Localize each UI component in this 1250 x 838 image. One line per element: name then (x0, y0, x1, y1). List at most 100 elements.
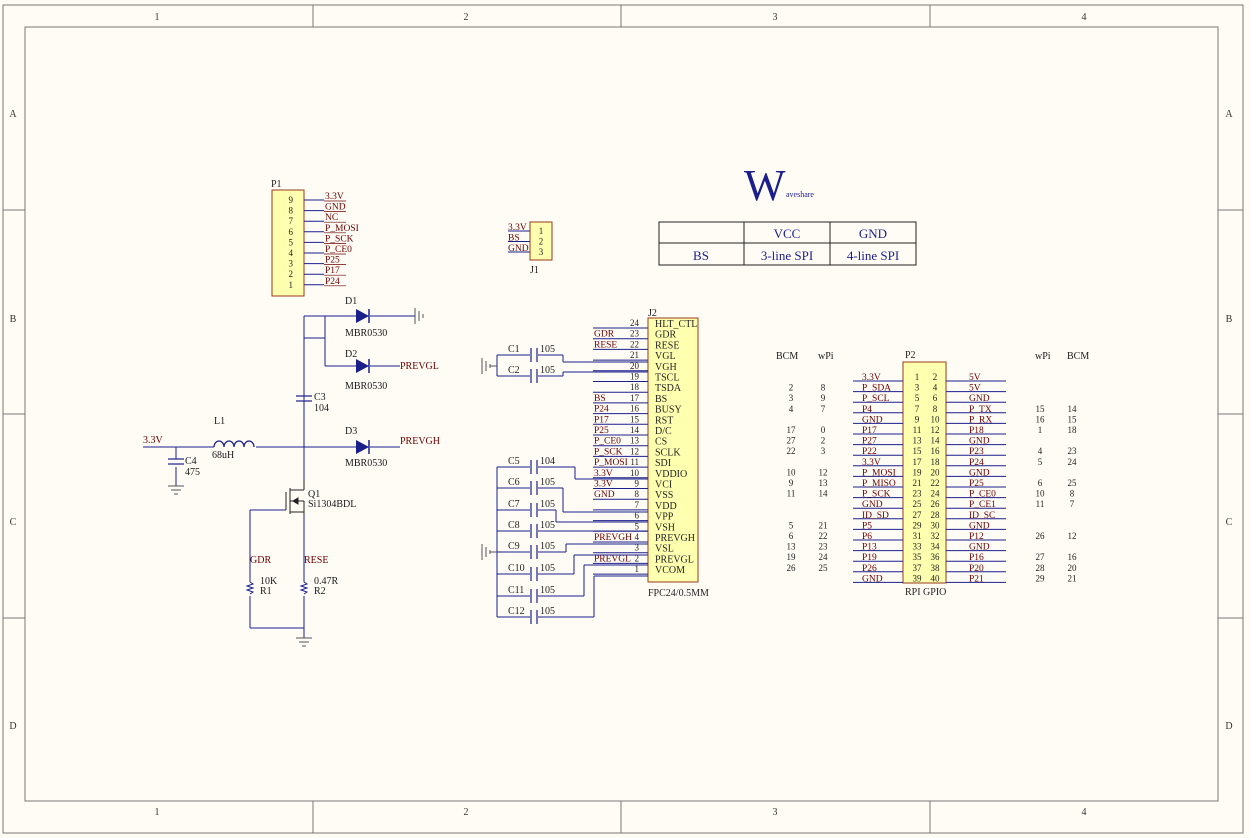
gpio-pin-odd: 29 (913, 520, 923, 530)
prevgh-net-label: PREVGH (400, 436, 440, 447)
gpio-net-right: P21 (969, 574, 984, 584)
gpio-net-left: P19 (862, 553, 877, 563)
gpio-wpi-right: 15 (1036, 404, 1046, 414)
capacitor-ref: C8 (508, 520, 520, 531)
capacitor-value: 105 (540, 477, 555, 488)
gpio-net-right: P_TX (969, 405, 992, 415)
j2-pin-number: 22 (630, 339, 639, 349)
logo-name: aveshare (786, 190, 814, 199)
gpio-pin-odd: 13 (913, 436, 923, 446)
gpio-pin-even: 24 (931, 489, 941, 499)
ground-icon (296, 637, 312, 647)
j2-pin-number: 2 (635, 553, 640, 563)
gpio-pin-odd: 21 (913, 478, 922, 488)
r2-resistor (299, 581, 309, 595)
bs-table-header: GND (859, 226, 887, 241)
j2-pin-net: 3.3V (594, 469, 613, 479)
gpio-wpi-right: 5 (1038, 457, 1043, 467)
j2-pin-number: 5 (635, 521, 640, 531)
p1-pin-net: P_MOSI (325, 224, 359, 234)
gpio-bcm-right: 7 (1070, 499, 1075, 509)
j2-pin-name: VPP (655, 512, 674, 523)
j2-pin-name: PREVGL (655, 554, 694, 565)
gpio-pin-even: 22 (931, 478, 940, 488)
row-label: B (10, 314, 17, 325)
gpio-bcm-right: 12 (1068, 531, 1077, 541)
j2-pin-net: P25 (594, 426, 609, 436)
gpio-bcm-right: 16 (1068, 552, 1078, 562)
capacitor-ref: C1 (508, 344, 520, 355)
bs-table-cell: 3-line SPI (761, 248, 813, 263)
gpio-wpi-right: 29 (1036, 573, 1046, 583)
q1-mosfet (285, 480, 305, 515)
gpio-pin-even: 16 (931, 446, 941, 456)
j2-pin-name: SCLK (655, 447, 681, 458)
gpio-net-right: P_CE1 (969, 500, 996, 510)
gpio-pin-odd: 17 (913, 457, 923, 467)
p1-pin-number: 6 (289, 227, 294, 237)
j2-pin-name: TSCL (655, 373, 679, 384)
j2-pin-name: TSDA (655, 383, 682, 394)
gpio-net-right: P23 (969, 447, 984, 457)
j2-pin-number: 18 (630, 382, 640, 392)
r2-value: 0.47R (314, 576, 339, 587)
c4-capacitor (168, 458, 184, 465)
row-label: D (1225, 721, 1232, 732)
p1-pin-number: 7 (289, 216, 294, 226)
row-label: C (10, 517, 17, 528)
capacitor-ref: C10 (508, 563, 525, 574)
gpio-pin-even: 18 (931, 457, 941, 467)
gpio-bcm-right: 23 (1068, 446, 1078, 456)
gpio-col-header: BCM (1067, 351, 1089, 362)
p1-pin-number: 8 (289, 206, 294, 216)
p1-body (271, 189, 305, 297)
p1-pin-net: NC (325, 213, 338, 223)
gpio-bcm-right: 25 (1068, 478, 1078, 488)
gpio-bcm-left: 2 (789, 383, 794, 393)
gpio-col-header: BCM (776, 351, 798, 362)
gpio-bcm-right: 15 (1068, 414, 1078, 424)
p1-pin-net: P24 (325, 277, 340, 287)
col-label: 2 (464, 807, 469, 818)
c3-capacitor (296, 395, 312, 402)
gpio-wpi-right: 6 (1038, 478, 1043, 488)
d2-diode (356, 359, 370, 373)
gpio-pin-even: 4 (933, 383, 938, 393)
j2-pin-number: 13 (630, 436, 640, 446)
gpio-bcm-left: 5 (789, 520, 794, 530)
j2-pin-number: 15 (630, 414, 640, 424)
p1-pin-number: 5 (289, 237, 294, 247)
gpio-net-right: P16 (969, 553, 984, 563)
row-label: A (1225, 109, 1233, 120)
gpio-net-left: P_SDA (862, 384, 891, 394)
gpio-net-left: P27 (862, 437, 877, 447)
gpio-pin-even: 34 (931, 542, 941, 552)
c3-value: 104 (314, 403, 329, 414)
gpio-pin-even: 38 (931, 563, 941, 573)
p1-ref: P1 (271, 179, 282, 190)
gpio-pin-odd: 33 (913, 542, 923, 552)
j2-pin-net: P_MOSI (594, 458, 628, 468)
j2-pin-number: 4 (635, 532, 640, 542)
p1-pin-number: 3 (289, 259, 294, 269)
gpio-bcm-left: 6 (789, 531, 794, 541)
col-label: 2 (464, 12, 469, 23)
gpio-net-right: 5V (969, 373, 981, 383)
gpio-pin-odd: 25 (913, 499, 923, 509)
logo-mark: W (744, 161, 786, 210)
gpio-net-right: P12 (969, 532, 984, 542)
gpio-net-left: 3.3V (862, 373, 881, 383)
p1-pin-net: P25 (325, 256, 340, 266)
gpio-wpi-left: 21 (819, 520, 828, 530)
ground-icon (168, 485, 184, 495)
gpio-col-header: wPi (818, 351, 834, 362)
gpio-net-left: P26 (862, 564, 877, 574)
gpio-wpi-right: 27 (1036, 552, 1046, 562)
gpio-net-right: P24 (969, 458, 984, 468)
j2-pin-number: 1 (635, 564, 640, 574)
j2-pin-name: HLT_CTL (655, 319, 697, 330)
gpio-net-right: P_CE0 (969, 490, 996, 500)
d2-ref: D2 (345, 349, 357, 360)
